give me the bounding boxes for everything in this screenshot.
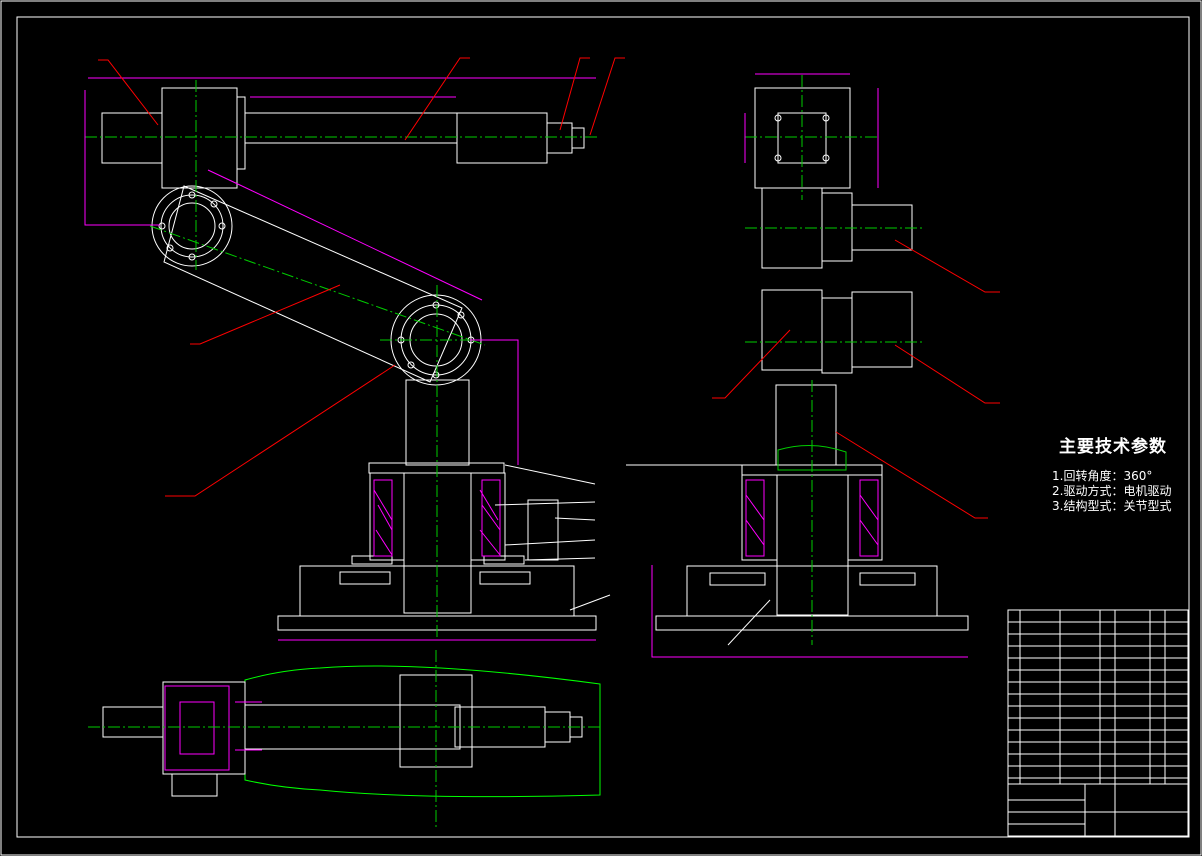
- side-leaders: [712, 239, 1000, 519]
- tech-param-rotation: 1.回转角度：360°: [1052, 469, 1153, 483]
- side-leader-white: [727, 599, 771, 646]
- title-block: [1007, 609, 1189, 837]
- top-envelope: [244, 665, 601, 798]
- front-leaders: [98, 57, 625, 497]
- tech-param-structure: 3.结构型式：关节型式: [1052, 499, 1172, 513]
- top-view: [102, 674, 583, 797]
- inner-frame: [16, 16, 1190, 838]
- front-bolt-holes: [158, 191, 475, 379]
- side-dimensions: [651, 73, 968, 658]
- front-dimensions: [84, 77, 596, 641]
- tech-params: 主要技术参数 1.回转角度：360° 2.驱动方式：电机驱动 3.结构型式：关节…: [1052, 432, 1171, 514]
- tech-param-drive: 2.驱动方式：电机驱动: [1052, 484, 1172, 498]
- side-casting-hatch: [777, 444, 847, 471]
- side-centerlines: [745, 75, 925, 645]
- front-leaders-white: [494, 464, 611, 611]
- side-bolt-holes: [774, 114, 830, 162]
- front-hatching: [373, 479, 501, 557]
- top-centerlines: [88, 650, 600, 828]
- top-hatching: [164, 685, 262, 771]
- front-view: [101, 87, 597, 631]
- side-hatching: [745, 479, 879, 557]
- tech-params-title: 主要技术参数: [1059, 437, 1167, 457]
